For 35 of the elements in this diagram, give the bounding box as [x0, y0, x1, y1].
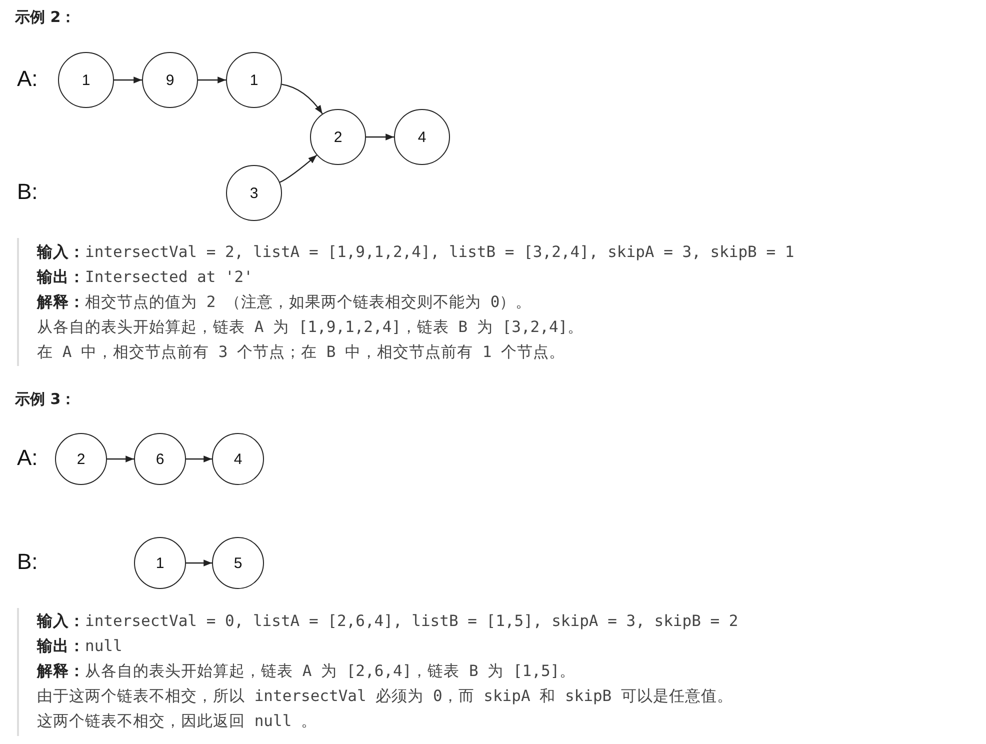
arrow	[198, 76, 226, 84]
explanation-text: 解释：相交节点的值为 2 （注意，如果两个链表相交则不能为 0）。	[37, 292, 532, 313]
example-heading: 示例 3：	[15, 390, 76, 409]
explanation-text: 输入：intersectVal = 0, listA = [2,6,4], listB = [1,5], skipA = 3, skipB = 2	[37, 611, 738, 632]
explanation-text: 在 A 中，相交节点前有 3 个节点；在 B 中，相交节点前有 1 个节点。	[37, 342, 565, 363]
list-name-label: B:	[17, 179, 38, 205]
explanation-text: 解释：从各自的表头开始算起，链表 A 为 [2,6,4]，链表 B 为 [1,5]。	[37, 661, 576, 682]
list-name-label: B:	[17, 549, 38, 575]
explanation-text: 输出：Intersected at '2'	[37, 267, 253, 288]
arrow	[366, 134, 394, 140]
explanation-text: 这两个链表不相交，因此返回 null 。	[37, 711, 317, 732]
list-name-label: A:	[17, 66, 38, 92]
arrow	[114, 76, 142, 84]
arrow	[186, 456, 212, 462]
list-node-circle: 6	[134, 433, 186, 485]
arrow	[280, 154, 318, 183]
list-node-circle: 1	[226, 52, 282, 108]
list-node-circle: 1	[58, 52, 114, 108]
example-heading: 示例 2：	[15, 8, 76, 27]
list-node-circle: 4	[394, 109, 450, 165]
list-node-circle: 4	[212, 433, 264, 485]
list-node-circle: 1	[134, 537, 186, 589]
arrow	[186, 560, 212, 566]
list-name-label: A:	[17, 445, 38, 471]
list-node-circle: 3	[226, 165, 282, 221]
explanation-text: 由于这两个链表不相交，所以 intersectVal 必须为 0，而 skipA 和 skipB 可以是任意值。	[37, 686, 733, 707]
list-node-circle: 9	[142, 52, 198, 108]
explanation-text: 输入：intersectVal = 2, listA = [1,9,1,2,4], listB = [3,2,4], skipA = 3, skipB = 1	[37, 242, 794, 263]
explanation-text: 从各自的表头开始算起，链表 A 为 [1,9,1,2,4]，链表 B 为 [3,2,4]。	[37, 317, 584, 338]
list-node-circle: 2	[310, 109, 366, 165]
explanation-text: 输出：null	[37, 636, 122, 657]
arrow	[282, 84, 323, 114]
arrow	[107, 456, 134, 462]
list-node-circle: 5	[212, 537, 264, 589]
list-node-circle: 2	[55, 433, 107, 485]
